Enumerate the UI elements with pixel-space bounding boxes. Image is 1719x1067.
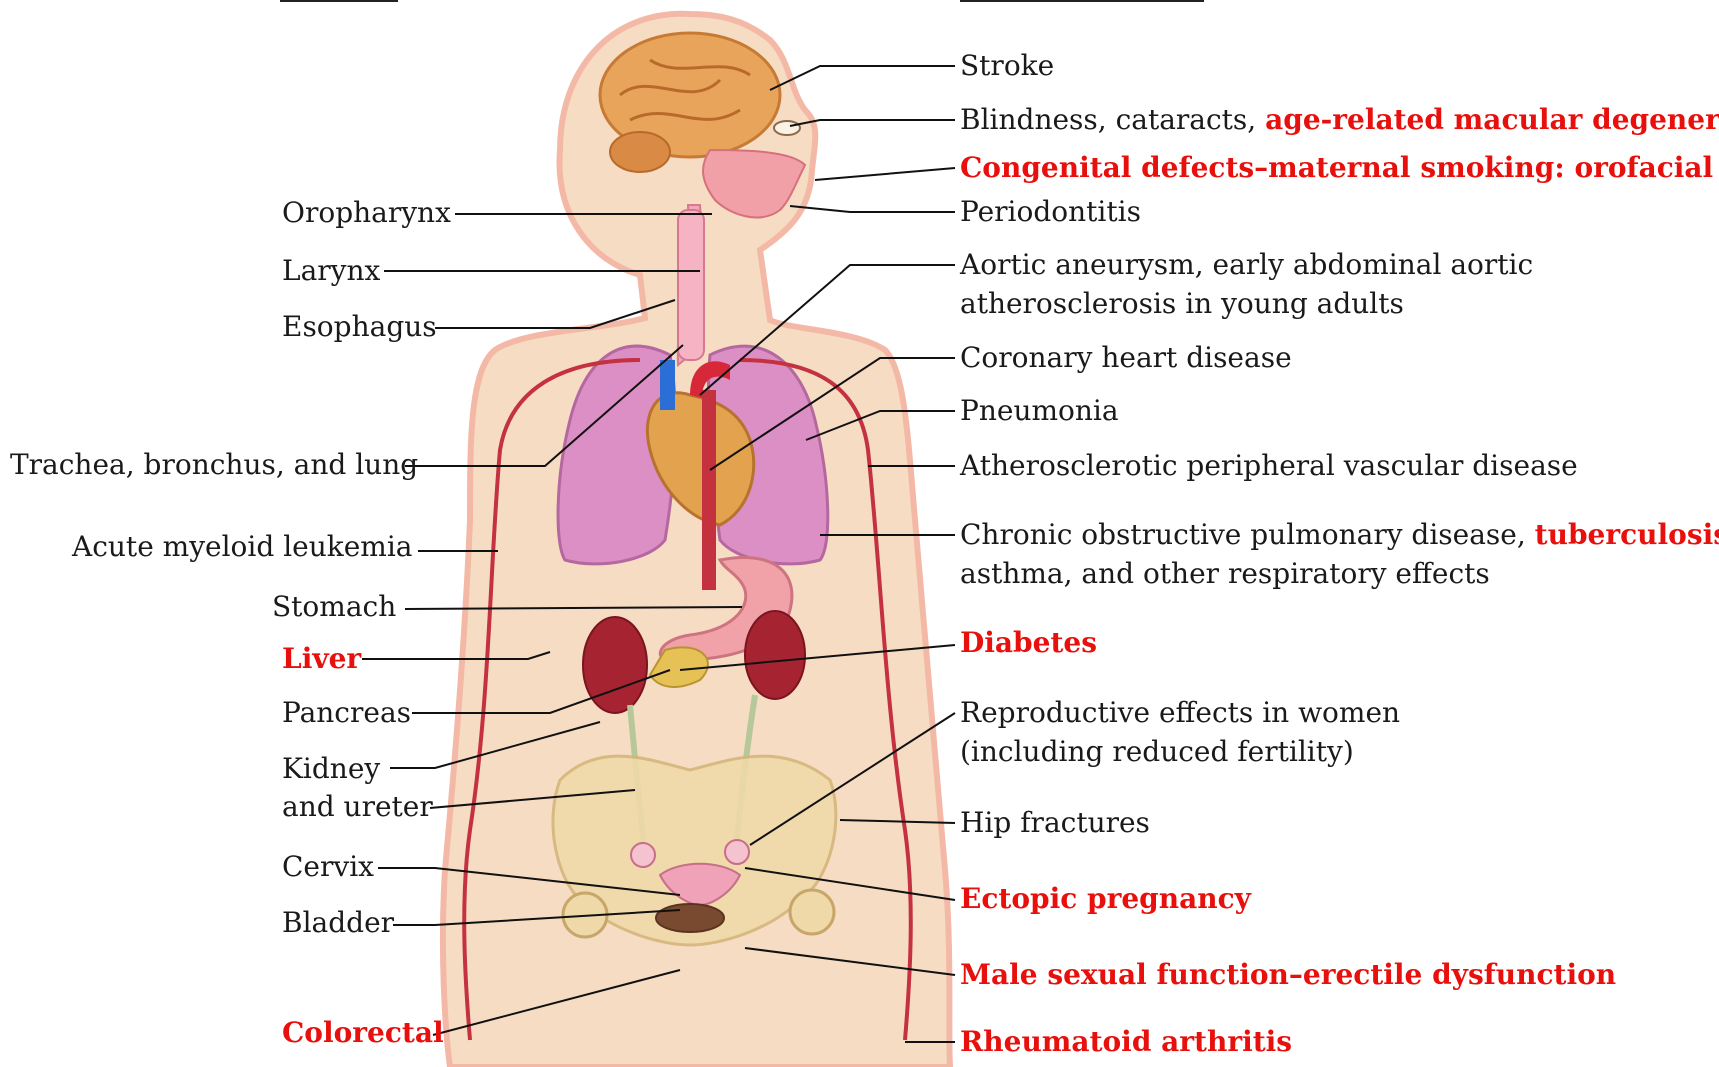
ovary-left xyxy=(631,843,655,867)
label-esophagus: Esophagus xyxy=(282,308,437,346)
label-reproductive-line2: (including reduced fertility) xyxy=(960,733,1354,771)
label-copd-highlight: tuberculosis, xyxy=(1535,518,1719,551)
vena-cava xyxy=(660,360,675,410)
label-pneumonia: Pneumonia xyxy=(960,392,1119,430)
label-atherosclerotic: Atherosclerotic peripheral vascular dise… xyxy=(960,447,1578,485)
eye xyxy=(774,121,800,135)
ovary-right xyxy=(725,840,749,864)
label-coronary: Coronary heart disease xyxy=(960,339,1292,377)
label-hip-fractures: Hip fractures xyxy=(960,804,1150,842)
label-acute-myeloid-leukemia: Acute myeloid leukemia xyxy=(72,528,412,566)
right-kidney xyxy=(745,611,805,699)
label-periodontitis: Periodontitis xyxy=(960,193,1141,231)
label-pancreas: Pancreas xyxy=(282,694,411,732)
label-and-ureter: and ureter xyxy=(282,788,433,826)
label-kidney: Kidney xyxy=(282,750,380,788)
cerebellum xyxy=(610,132,670,172)
label-copd-line2: asthma, and other respiratory effects xyxy=(960,555,1490,593)
aorta xyxy=(702,390,716,590)
label-congenital-defects: Congenital defects–maternal smoking: oro… xyxy=(960,149,1719,187)
trachea-tube xyxy=(678,210,704,360)
label-trachea-bronchus-lung: Trachea, bronchus, and lung xyxy=(10,446,418,484)
label-blindness: Blindness, cataracts, age-related macula… xyxy=(960,101,1719,139)
label-oropharynx: Oropharynx xyxy=(282,194,451,232)
label-reproductive-line1: Reproductive effects in women xyxy=(960,694,1400,732)
label-aortic-line2: atherosclerosis in young adults xyxy=(960,285,1404,323)
bladder xyxy=(656,904,724,932)
label-blindness-highlight: age-related macular degeneration xyxy=(1265,103,1719,136)
label-bladder: Bladder xyxy=(282,904,394,942)
label-ectopic-pregnancy: Ectopic pregnancy xyxy=(960,880,1251,918)
femur-head-right xyxy=(790,890,834,934)
label-aortic-line1: Aortic aneurysm, early abdominal aortic xyxy=(960,246,1533,284)
label-liver: Liver xyxy=(282,640,361,678)
label-blindness-plain: Blindness, cataracts, xyxy=(960,103,1265,136)
label-cervix: Cervix xyxy=(282,848,374,886)
label-male-sexual-function: Male sexual function–erectile dysfunctio… xyxy=(960,956,1616,994)
label-rheumatoid-arthritis: Rheumatoid arthritis xyxy=(960,1023,1292,1061)
label-larynx: Larynx xyxy=(282,252,380,290)
label-stomach: Stomach xyxy=(272,588,396,626)
label-copd: Chronic obstructive pulmonary disease, t… xyxy=(960,516,1719,554)
label-stroke: Stroke xyxy=(960,47,1054,85)
label-copd-plain: Chronic obstructive pulmonary disease, xyxy=(960,518,1535,551)
label-colorectal: Colorectal xyxy=(282,1014,444,1052)
label-diabetes: Diabetes xyxy=(960,624,1097,662)
